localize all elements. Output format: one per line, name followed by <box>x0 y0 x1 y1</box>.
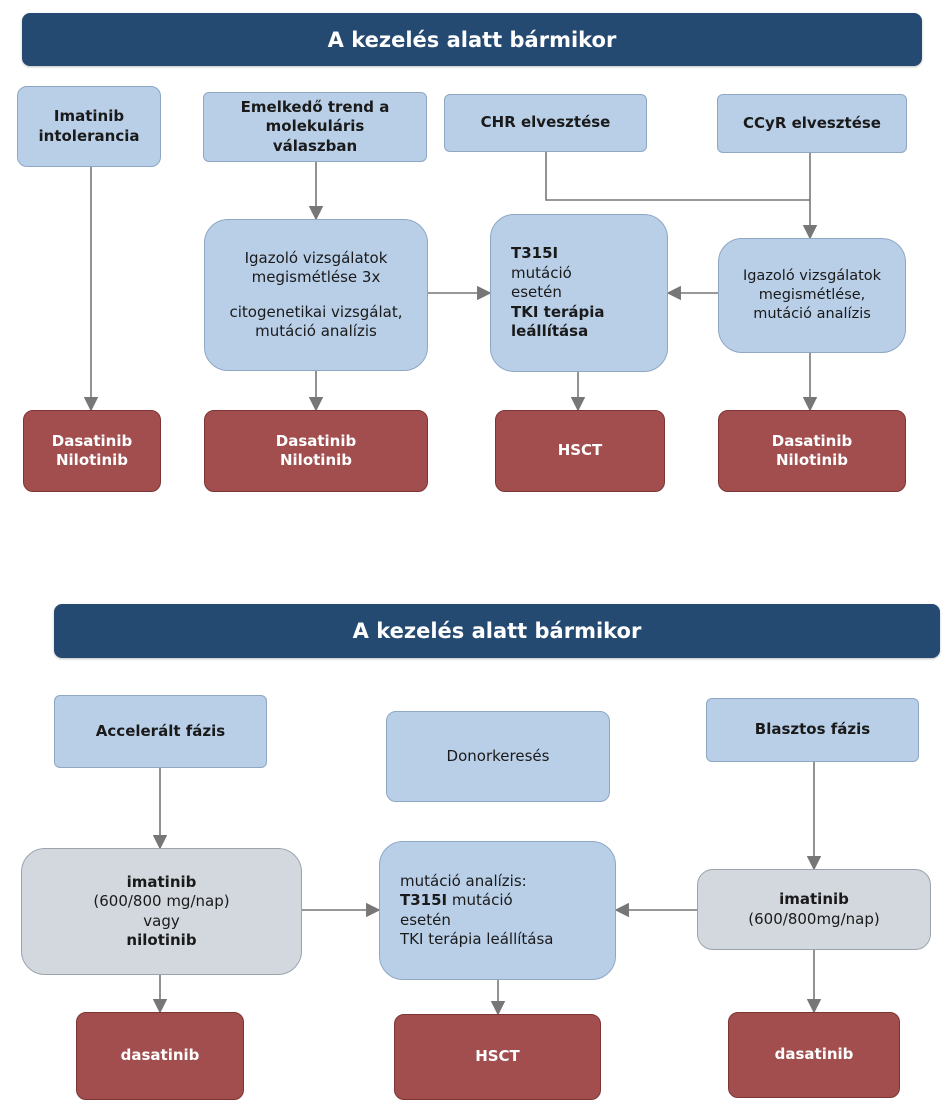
mid-line2-rest: mutáció <box>447 891 513 909</box>
confirm-left-line4: mutáció analízis <box>255 322 377 340</box>
left-treatment-line1: imatinib <box>126 872 197 891</box>
confirm-left-line3: citogenetikai vizsgálat, <box>229 302 403 321</box>
outcome-1-line2: Nilotinib <box>55 451 128 469</box>
outcome-1-box: Dasatinib Nilotinib <box>23 410 161 492</box>
outcome-2-line2: Nilotinib <box>279 451 352 469</box>
top-banner: A kezelés alatt bármikor <box>22 13 922 66</box>
mid-line2-t315i: T315I <box>400 891 448 909</box>
t315i-box: T315I mutáció esetén TKI terápia leállít… <box>490 214 668 372</box>
right-treatment-line2: (600/800mg/nap) <box>748 909 880 928</box>
outcome-4-line1: Dasatinib <box>771 431 853 450</box>
t315i-line3: esetén <box>511 283 562 302</box>
arrow-chr-to-right-confirm <box>545 152 810 201</box>
rising-trend-line3: válaszban <box>272 136 358 155</box>
accelerated-phase-box: Accelerált fázis <box>54 695 267 768</box>
ccyr-loss-box: CCyR elvesztése <box>717 94 907 153</box>
mid-line3: esetén <box>400 910 451 929</box>
chr-loss-box: CHR elvesztése <box>444 94 647 152</box>
confirm-right-line3: mutáció analízis <box>753 305 871 322</box>
mid-line2: T315I mutáció <box>400 891 513 911</box>
confirm-left-line2: megismétlése 3x <box>251 268 381 286</box>
outcome-2-box: Dasatinib Nilotinib <box>204 410 428 492</box>
rising-trend-box: Emelkedő trend a molekuláris válaszban <box>203 92 427 162</box>
rising-trend-line2: molekuláris <box>265 117 365 136</box>
confirm-left-line1: Igazoló vizsgálatok <box>244 248 388 267</box>
mid-mutation-box: mutáció analízis: T315I mutáció esetén T… <box>379 841 616 980</box>
t315i-line5: leállítása <box>511 322 589 341</box>
outcome-left-box: dasatinib <box>76 1012 244 1100</box>
right-treatment-box: imatinib (600/800mg/nap) <box>697 869 931 950</box>
left-treatment-box: imatinib (600/800 mg/nap) vagy nilotinib <box>21 848 302 975</box>
left-treatment-line4: nilotinib <box>126 931 197 949</box>
bottom-banner: A kezelés alatt bármikor <box>54 604 940 658</box>
blast-phase-box: Blasztos fázis <box>706 698 919 762</box>
confirm-right-line2: megismétlése, <box>758 287 866 304</box>
confirm-tests-right-box: Igazoló vizsgálatok megismétlése, mutáci… <box>718 238 906 353</box>
outcome-1-line1: Dasatinib <box>51 431 133 450</box>
outcome-2-line1: Dasatinib <box>275 431 357 450</box>
outcome-right-box: dasatinib <box>728 1012 900 1098</box>
donor-search-box: Donorkeresés <box>386 711 610 802</box>
imatinib-intolerance-line1: Imatinib <box>53 107 125 125</box>
t315i-line4: TKI terápia <box>511 302 605 321</box>
left-treatment-line3: vagy <box>143 911 180 930</box>
mid-line4: TKI terápia leállítása <box>400 930 554 948</box>
left-treatment-line2: (600/800 mg/nap) <box>93 892 230 910</box>
confirm-tests-left-box: Igazoló vizsgálatok megismétlése 3x cito… <box>204 219 428 371</box>
t315i-line1: T315I <box>511 244 559 263</box>
t315i-line2: mutáció <box>511 263 572 282</box>
outcome-3-hsct-box: HSCT <box>495 410 665 492</box>
outcome-4-line2: Nilotinib <box>775 451 848 469</box>
outcome-4-box: Dasatinib Nilotinib <box>718 410 906 492</box>
rising-trend-line1: Emelkedő trend a <box>240 97 390 116</box>
mid-line1: mutáció analízis: <box>400 871 527 890</box>
imatinib-intolerance-line2: intolerancia <box>38 126 140 145</box>
right-treatment-line1: imatinib <box>779 890 849 908</box>
confirm-right-line1: Igazoló vizsgálatok <box>742 268 882 285</box>
imatinib-intolerance-box: Imatinib intolerancia <box>17 86 161 167</box>
outcome-mid-hsct-box: HSCT <box>394 1014 601 1100</box>
